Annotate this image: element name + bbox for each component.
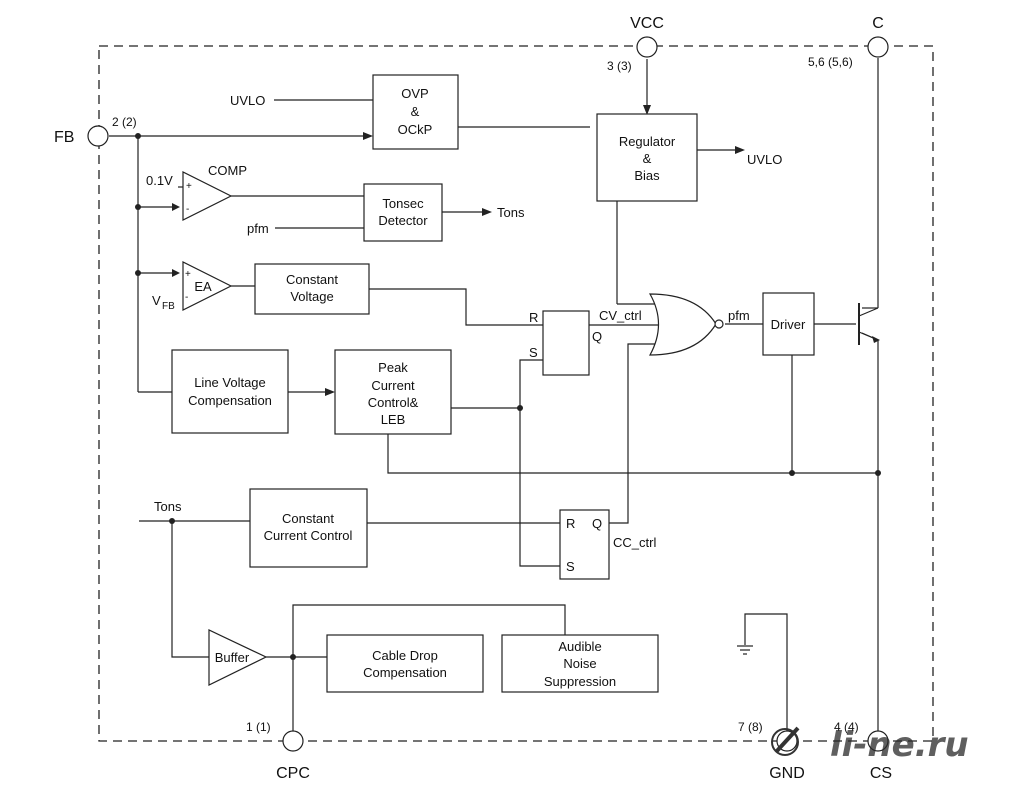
peak-label-1: Peak <box>378 360 408 375</box>
cv-label-2: Voltage <box>290 289 333 304</box>
line-comp-label-1: Line Voltage <box>194 375 266 390</box>
ovp-label: OVP <box>401 86 428 101</box>
bias-label: Bias <box>634 168 660 183</box>
pin-cpc-name: CPC <box>276 765 310 782</box>
comp-label: COMP <box>208 163 247 178</box>
cc-label-1: Constant <box>282 511 334 526</box>
pin-fb-num: 2 (2) <box>112 115 137 129</box>
peak-label-2: Current <box>371 378 415 393</box>
uvlo-out-label: UVLO <box>747 152 782 167</box>
tonsec-detector-block: Tonsec Detector <box>363 183 443 242</box>
ff1-s-label: S <box>529 345 538 360</box>
wires <box>109 58 879 731</box>
ff2-s-label: S <box>566 559 575 574</box>
npn-transistor <box>858 303 879 345</box>
tonsec-label: Tonsec <box>382 196 424 211</box>
pin-vcc <box>636 36 658 58</box>
line-comp-label-2: Compensation <box>188 393 272 408</box>
pin-fb <box>87 125 109 147</box>
pfm-out-label: pfm <box>728 308 750 323</box>
pin-fb-name: FB <box>54 129 74 146</box>
svg-text:li-ne.ru: li-ne.ru <box>830 725 969 765</box>
cv-ctrl-label: CV_ctrl <box>599 308 642 323</box>
pin-c-name: C <box>872 15 884 32</box>
pin-c-num: 5,6 (5,6) <box>808 55 853 69</box>
constant-voltage-block: Constant Voltage <box>254 263 370 315</box>
pin-vcc-num: 3 (3) <box>607 59 632 73</box>
ref-voltage-label: 0.1V <box>146 173 173 188</box>
cc-ctrl-label: CC_ctrl <box>613 535 656 550</box>
pfm-in-label: pfm <box>247 221 269 236</box>
vfb-main: V <box>152 293 161 308</box>
ff1-r-label: R <box>529 310 538 325</box>
regulator-bias-block: Regulator & Bias <box>596 113 698 202</box>
driver-label: Driver <box>771 317 806 332</box>
tons-out-label: Tons <box>497 205 525 220</box>
flip-flop-cv: R S Q <box>529 310 602 376</box>
constant-current-control-block: Constant Current Control <box>249 488 368 568</box>
ff2-r-label: R <box>566 516 575 531</box>
pin-cpc-num: 1 (1) <box>246 720 271 734</box>
ff1-q-label: Q <box>592 329 602 344</box>
comp-plus: + <box>186 181 192 192</box>
regulator-label: Regulator <box>619 134 676 149</box>
cable-drop-compensation-block: Cable Drop Compensation <box>326 634 484 693</box>
uvlo-in-label: UVLO <box>230 93 265 108</box>
comp-comparator: + - <box>182 171 233 221</box>
audible-label-1: Audible <box>558 639 601 654</box>
watermark-logo: li-ne.ru <box>771 725 969 765</box>
pin-cs-num: 4 (4) <box>834 720 859 734</box>
vfb-label: V FB <box>152 293 175 312</box>
ff2-q-label: Q <box>592 516 602 531</box>
tons-in-label: Tons <box>154 499 182 514</box>
ovp-amp: & <box>411 104 420 119</box>
pin-vcc-name: VCC <box>630 15 664 32</box>
cable-label-2: Compensation <box>363 665 447 680</box>
ea-plus: + <box>185 269 191 280</box>
cv-label-1: Constant <box>286 272 338 287</box>
peak-label-3: Control& <box>368 395 419 410</box>
audible-noise-suppression-block: Audible Noise Suppression <box>501 634 659 693</box>
ground-symbol <box>737 645 753 655</box>
audible-label-3: Suppression <box>544 674 616 689</box>
pin-cs-name: CS <box>870 765 892 782</box>
ea-minus: - <box>185 292 188 303</box>
cc-label-2: Current Control <box>264 528 353 543</box>
ea-label: EA <box>194 279 212 294</box>
junctions <box>135 133 881 660</box>
pin-cpc <box>282 730 304 752</box>
pin-gnd-num: 7 (8) <box>738 720 763 734</box>
peak-current-control-block: Peak Current Control& LEB <box>334 349 452 435</box>
pin-gnd-name: GND <box>769 765 805 782</box>
pin-c <box>867 36 889 58</box>
audible-label-2: Noise <box>563 656 596 671</box>
driver-block: Driver <box>762 292 815 356</box>
cable-label-1: Cable Drop <box>372 648 438 663</box>
pin-cs <box>867 730 889 752</box>
buffer-label: Buffer <box>215 650 250 665</box>
nor-gate <box>648 293 724 356</box>
comp-minus: - <box>186 204 189 215</box>
ea-error-amplifier: + - EA <box>182 261 233 311</box>
ocp-label: OCkP <box>398 122 433 137</box>
peak-label-4: LEB <box>381 412 406 427</box>
line-voltage-compensation-block: Line Voltage Compensation <box>171 349 289 434</box>
flip-flop-cc: R S Q <box>559 509 610 580</box>
buffer-amplifier: Buffer <box>208 629 268 686</box>
vfb-sub: FB <box>162 301 175 312</box>
regulator-amp: & <box>643 151 652 166</box>
ovp-ocp-block: OVP & OCkP <box>372 74 459 150</box>
detector-label: Detector <box>378 213 428 228</box>
